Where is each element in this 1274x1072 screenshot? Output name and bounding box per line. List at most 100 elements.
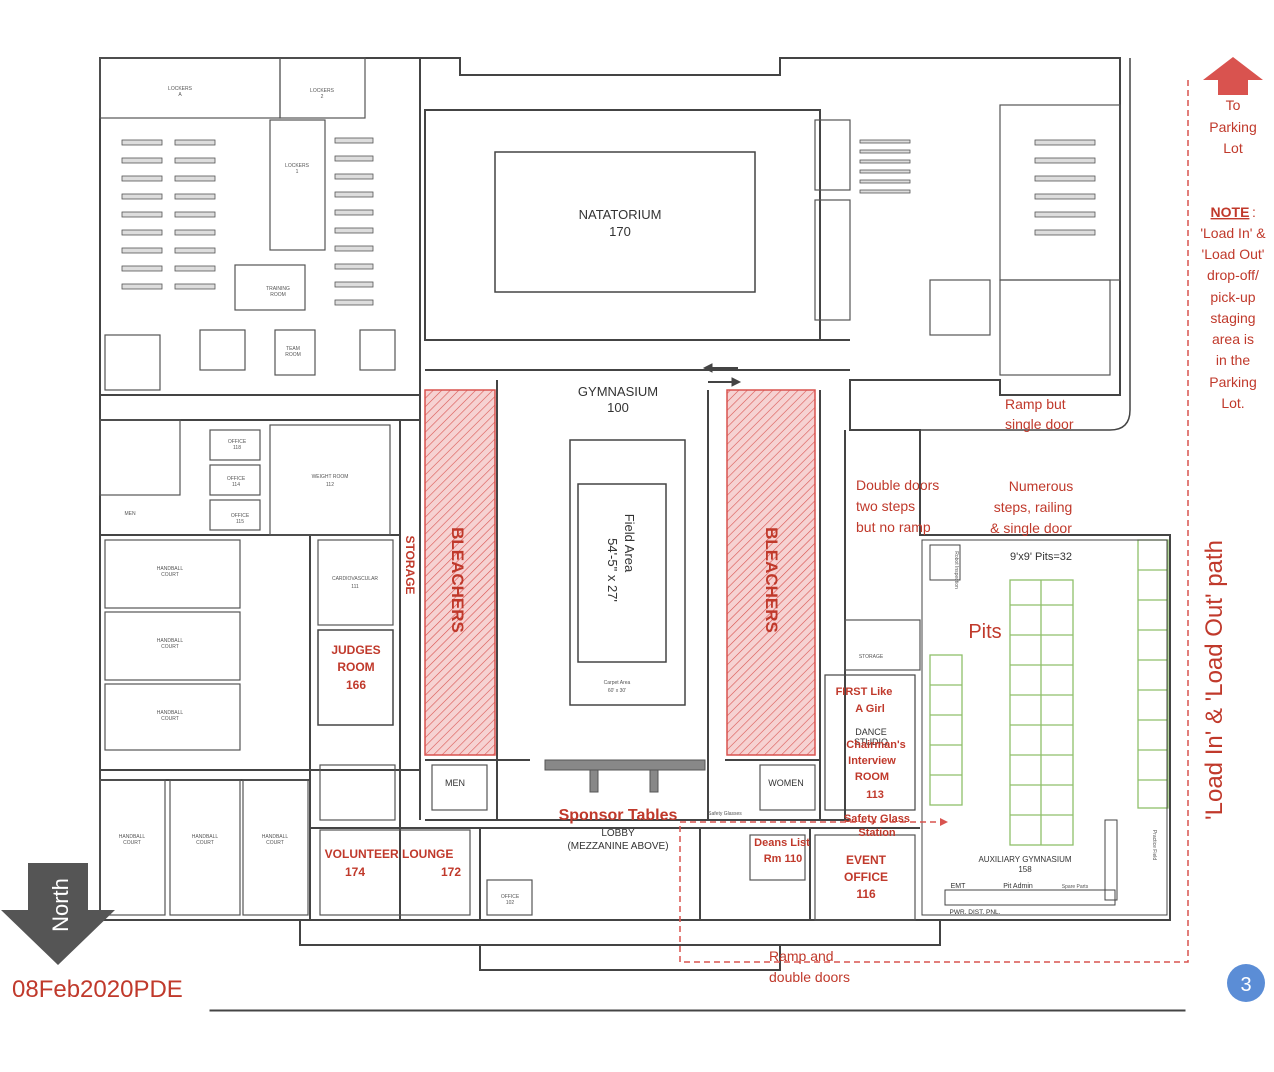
label-weight-room-num: 112 <box>326 482 334 488</box>
label-event-1: EVENT <box>846 853 887 867</box>
label-event-2: OFFICE <box>844 870 888 884</box>
label-emt: EMT <box>951 883 967 890</box>
label-safety-glasses: Safety Glasses <box>708 811 742 817</box>
red-room-labels: BLEACHERS BLEACHERS STORAGE JUDGES ROOM … <box>325 527 1002 901</box>
label-mezzanine: (MEZZANINE ABOVE) <box>567 841 668 852</box>
label-natatorium-num: 170 <box>609 224 631 239</box>
label-women: WOMEN <box>768 778 804 788</box>
label-cardio: CARDIOVASCULAR <box>332 576 378 582</box>
label-men: MEN <box>445 778 465 788</box>
direction-arrows <box>702 363 742 387</box>
label-weight-room: WEIGHT ROOM <box>312 474 349 480</box>
label-first-6: Interview <box>848 755 896 767</box>
numerous-3: & single door <box>990 520 1072 536</box>
label-judges-1: JUDGES <box>331 643 380 657</box>
label-practice-field: Practice Field <box>1151 830 1157 861</box>
label-first-7: ROOM <box>855 771 889 783</box>
label-deans-rm: Rm 110 <box>764 853 803 865</box>
label-carpet-size: 60' x 30' <box>608 688 626 694</box>
label-gymnasium-num: 100 <box>607 400 629 415</box>
double-doors-2: two steps <box>856 498 915 514</box>
note-line-1: 'Load Out' <box>1202 246 1265 262</box>
page-number: 3 <box>1240 974 1251 996</box>
bleachers-right <box>726 389 816 756</box>
label-first-1: FIRST Like <box>836 686 893 698</box>
label-pit-admin: Pit Admin <box>1003 883 1033 890</box>
note-line-7: Parking <box>1209 374 1256 390</box>
label-men-small: MEN <box>124 511 136 517</box>
label-storage-150: STORAGE <box>859 654 884 660</box>
label-aux-gym: AUXILIARY GYMNASIUM <box>978 855 1071 864</box>
label-bleachers-right: BLEACHERS <box>762 527 781 633</box>
note-line-8: Lot. <box>1221 395 1244 411</box>
label-carpet-area: Carpet Area <box>604 680 631 686</box>
pits-area <box>929 539 1169 846</box>
label-first-dance: DANCE <box>855 727 887 737</box>
ramp-single-2: single door <box>1005 416 1074 432</box>
label-lobby: LOBBY <box>601 828 635 839</box>
label-bleachers-left: BLEACHERS <box>448 527 467 633</box>
sponsor-tables-bar <box>544 759 706 793</box>
locker-rows <box>121 137 1096 306</box>
label-pwr: PWR. DIST. PNL. <box>950 909 1001 916</box>
note-title: NOTE <box>1211 204 1250 220</box>
label-safety-glass-1: Safety Glass <box>844 813 910 825</box>
note-line-5: area is <box>1212 331 1254 347</box>
label-gymnasium: GYMNASIUM <box>578 384 658 399</box>
load-path-label: 'Load In' & 'Load Out' path <box>1201 540 1228 820</box>
label-safety-glass-2: Station <box>858 827 896 839</box>
page-badge-icon <box>1227 964 1265 1002</box>
bleachers-left <box>424 389 496 756</box>
numerous-2: steps, railing <box>994 499 1073 515</box>
note-colon: : <box>1252 204 1256 220</box>
to-parking-2: Parking <box>1209 119 1256 135</box>
label-first-studio: STUDIO <box>854 737 888 747</box>
double-doors-3: but no ramp <box>856 519 931 535</box>
label-first-2: A Girl <box>855 703 885 715</box>
label-aux-gym-num: 158 <box>1018 865 1032 874</box>
right-wing-details <box>814 104 1121 376</box>
note-line-4: staging <box>1210 310 1255 326</box>
ramp-single-1: Ramp but <box>1005 396 1066 412</box>
date-stamp: 08Feb2020PDE <box>12 976 183 1003</box>
label-field-size: 54'-5" x 27' <box>605 538 620 602</box>
label-judges-num: 166 <box>346 678 366 692</box>
label-field-area: Field Area <box>622 514 637 573</box>
load-path-dashed <box>679 80 1189 963</box>
gym-floor <box>569 439 686 706</box>
note-line-3: pick-up <box>1210 289 1255 305</box>
aux-gym-details <box>921 539 1168 916</box>
parking-arrow-icon <box>1203 57 1263 95</box>
to-parking-3: Lot <box>1223 140 1243 156</box>
numerous-1: Numerous <box>1009 478 1074 494</box>
label-robot-inspection: Robot Inspection <box>953 551 959 589</box>
label-spare-parts: Spare Parts <box>1062 884 1089 890</box>
label-natatorium: NATATORIUM <box>579 207 662 222</box>
to-parking-1: To <box>1226 97 1241 113</box>
building-walls <box>99 57 1186 1012</box>
red-annotations: Ramp but single door Double doors two st… <box>769 97 1266 985</box>
ramp-double-2: double doors <box>769 969 850 985</box>
ramp-double-1: Ramp and <box>769 948 834 964</box>
north-label: North <box>48 878 73 932</box>
label-judges-2: ROOM <box>337 660 374 674</box>
label-storage: STORAGE <box>403 535 417 594</box>
main-room-labels: NATATORIUM 170 GYMNASIUM 100 Field Area … <box>445 207 1072 852</box>
note-line-6: in the <box>1216 352 1250 368</box>
north-arrow-icon <box>1 863 115 965</box>
